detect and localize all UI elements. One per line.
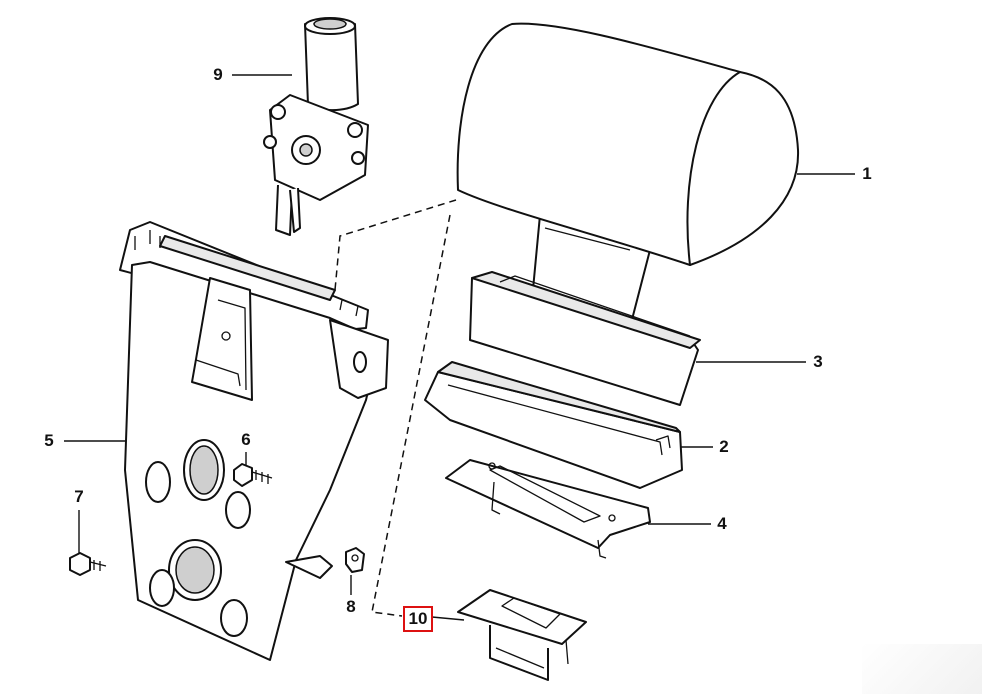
- callout-7: 7: [74, 487, 84, 506]
- corner-fade: [862, 644, 982, 694]
- callout-2: 2: [719, 437, 729, 456]
- callout-1: 1: [862, 164, 872, 183]
- callout-4: 4: [717, 514, 727, 533]
- mounting-frame: [119, 221, 389, 661]
- assembly-guide-lines: [334, 199, 457, 617]
- nut-6: [233, 463, 273, 487]
- callout-3: 3: [813, 352, 823, 371]
- callout-10-highlighted[interactable]: 10: [403, 606, 433, 632]
- callout-9: 9: [213, 65, 223, 84]
- leader-lines: [64, 74, 855, 621]
- guide-plate: [445, 459, 651, 559]
- guide-sleeve: [457, 589, 587, 681]
- trim-frame-upper: [469, 271, 701, 406]
- trim-frame-lower: [424, 361, 683, 489]
- callout-8: 8: [346, 597, 356, 616]
- drive-motor: [263, 17, 369, 236]
- callout-6: 6: [241, 430, 251, 449]
- clip-8: [285, 547, 365, 579]
- callout-5: 5: [44, 431, 54, 450]
- bolt-7: [69, 552, 107, 576]
